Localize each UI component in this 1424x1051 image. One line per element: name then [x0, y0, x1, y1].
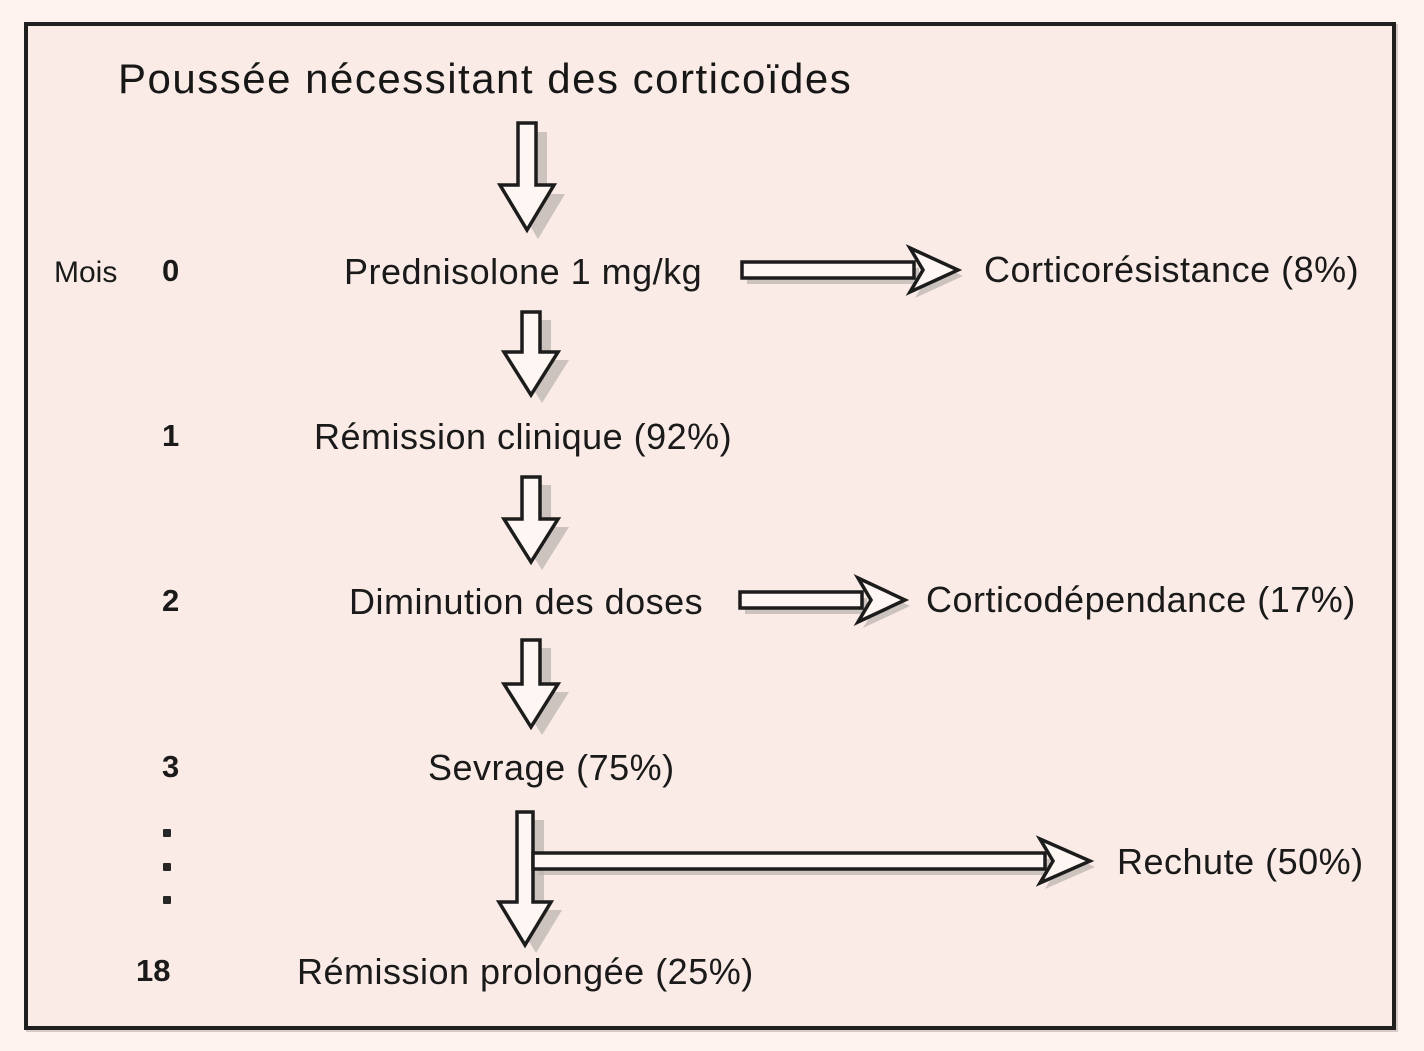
- month-marker-0: 0: [162, 253, 180, 288]
- step-label-remission-clinique: Rémission clinique (92%): [314, 416, 733, 457]
- step-label-sevrage: Sevrage (75%): [428, 747, 675, 788]
- step-label-diminution-doses: Diminution des doses: [349, 581, 704, 622]
- month-marker-3: 3: [162, 749, 180, 784]
- month-marker-2: 2: [162, 583, 180, 618]
- month-marker-18: 18: [136, 953, 171, 988]
- month-marker-1: 1: [162, 418, 180, 453]
- timeline-axis-label: Mois: [54, 256, 118, 289]
- timeline-ellipsis-dot: [163, 863, 171, 871]
- timeline-ellipsis-dot: [163, 896, 171, 904]
- diagram-title: Poussée nécessitant des corticoïdes: [118, 55, 853, 102]
- outcome-corticoresistance: Corticorésistance (8%): [984, 249, 1360, 290]
- timeline-ellipsis-dot: [163, 829, 171, 837]
- step-label-remission-prolongee: Rémission prolongée (25%): [297, 951, 754, 992]
- step-label-prednisolone: Prednisolone 1 mg/kg: [344, 251, 703, 292]
- outcome-corticodependance: Corticodépendance (17%): [926, 579, 1356, 620]
- outcome-rechute: Rechute (50%): [1117, 841, 1364, 882]
